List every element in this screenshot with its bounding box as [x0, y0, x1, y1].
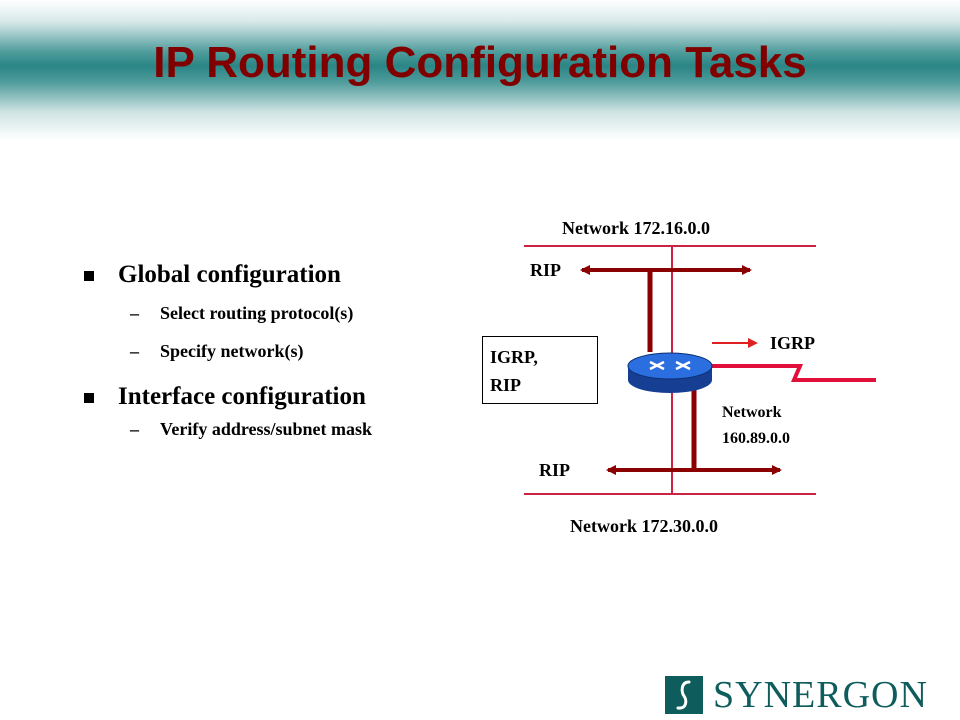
router-protocol-box: IGRP, RIP: [482, 336, 598, 404]
synergon-logo: SYNERGON: [665, 676, 950, 714]
logo-wordmark: SYNERGON: [713, 674, 928, 716]
sub-bullet-dash: –: [130, 303, 139, 323]
right-protocol-label: IGRP: [770, 333, 815, 353]
bullet-global-configuration: Global configuration: [80, 256, 480, 294]
bullet-square-icon: [84, 271, 94, 281]
right-network-label-line1: Network: [722, 404, 782, 421]
slide-title: IP Routing Configuration Tasks: [153, 38, 807, 87]
header-band: [0, 0, 960, 140]
bullet-interface-configuration: Interface configuration: [80, 380, 480, 414]
sub-bullet-text: Specify network(s): [160, 341, 304, 361]
right-network-label-line2: 160.89.0.0: [722, 430, 790, 447]
sub-bullet: – Verify address/subnet mask: [80, 414, 480, 444]
sub-bullet: – Specify network(s): [80, 332, 480, 370]
top-network-label: Network 172.16.0.0: [562, 218, 710, 238]
bullet-square-icon: [84, 393, 94, 403]
bottom-protocol-label: RIP: [539, 460, 570, 480]
router-icon: [627, 352, 713, 393]
sub-bullet-dash: –: [130, 419, 139, 439]
sub-bullet-dash: –: [130, 341, 139, 361]
bullet-text: Global configuration: [118, 261, 341, 288]
bottom-network-label: Network 172.30.0.0: [570, 516, 718, 536]
router-protocol-box-line2: RIP: [490, 375, 521, 395]
serial-link: [712, 364, 876, 382]
sub-bullet-text: Select routing protocol(s): [160, 303, 354, 323]
sub-bullet-text: Verify address/subnet mask: [160, 419, 373, 439]
sub-bullet: – Select routing protocol(s): [80, 294, 480, 332]
bullet-list: Global configuration – Select routing pr…: [80, 256, 480, 444]
top-protocol-label: RIP: [530, 260, 561, 280]
bullet-text: Interface configuration: [118, 383, 366, 410]
logo-mark-icon: [665, 676, 703, 714]
router-protocol-box-line1: IGRP,: [490, 347, 538, 367]
